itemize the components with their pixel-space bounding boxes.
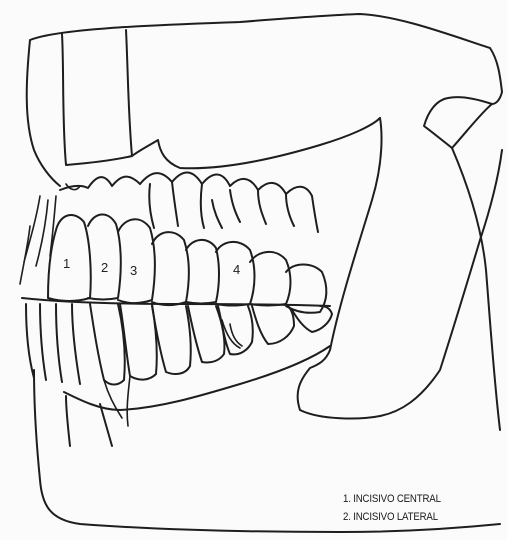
tooth-number-3: 3 <box>130 263 137 278</box>
tooth-number-1: 1 <box>63 256 70 271</box>
tooth-number-2: 2 <box>101 260 108 275</box>
tooth-number-4: 4 <box>233 262 240 277</box>
legend-item-lateral-incisor: 2. INCISIVO LATERAL <box>343 508 441 526</box>
legend-item-central-incisor: 1. INCISIVO CENTRAL <box>343 490 441 508</box>
legend: 1. INCISIVO CENTRAL 2. INCISIVO LATERAL <box>343 490 441 526</box>
